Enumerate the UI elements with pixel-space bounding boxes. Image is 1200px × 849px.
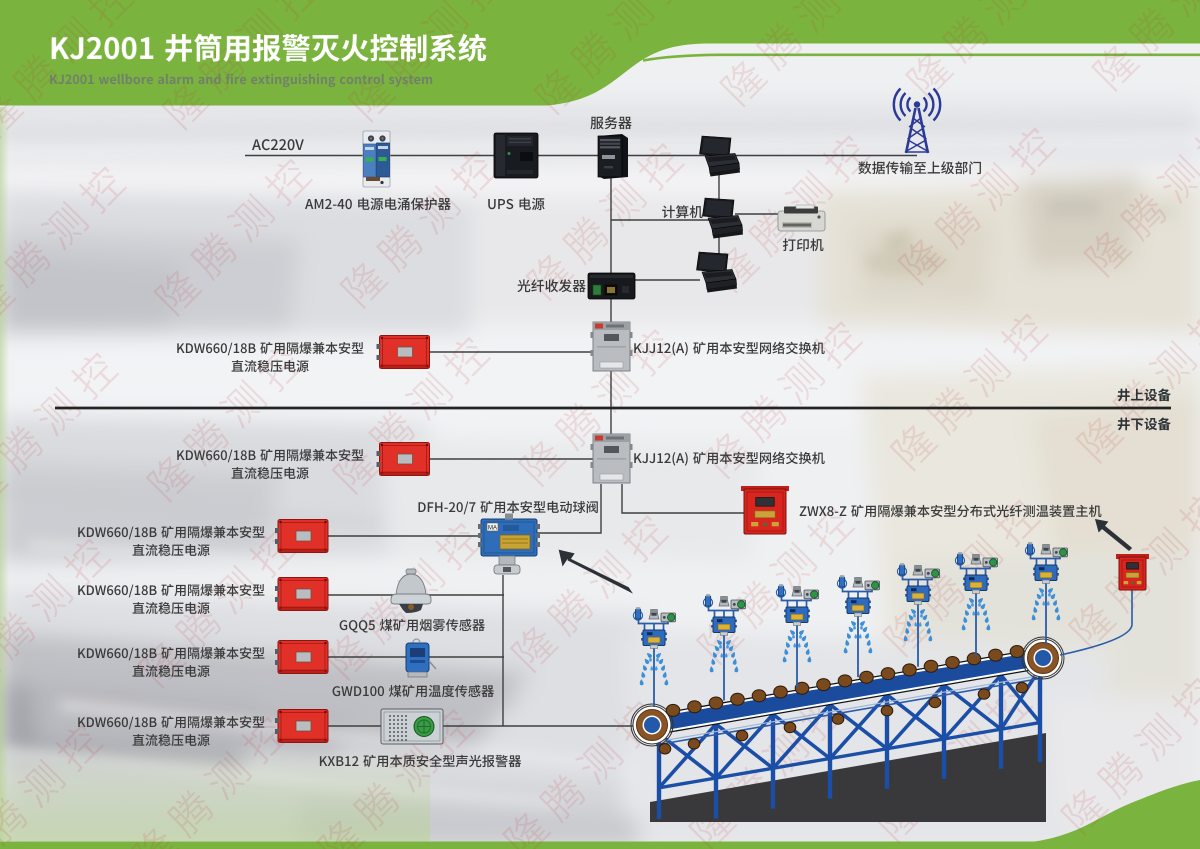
svg-text:MA: MA: [488, 526, 497, 532]
